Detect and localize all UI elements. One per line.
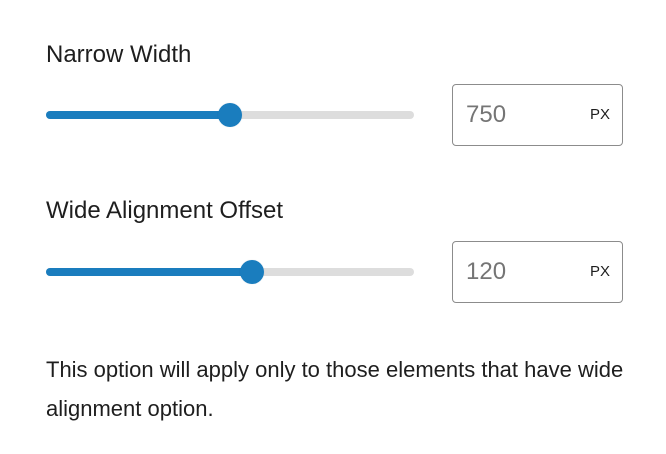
narrow-width-unit: PX [589, 106, 610, 123]
narrow-width-number-field[interactable]: PX [452, 84, 623, 146]
slider-fill [46, 111, 230, 119]
wide-alignment-offset-number-field[interactable]: PX [452, 241, 623, 303]
slider-thumb[interactable] [240, 260, 265, 284]
wide-alignment-offset-slider[interactable] [46, 257, 414, 287]
slider-fill [46, 268, 253, 276]
narrow-width-label: Narrow Width [46, 41, 192, 68]
slider-thumb[interactable] [218, 103, 242, 127]
wide-alignment-offset-input[interactable] [466, 242, 576, 301]
narrow-width-input[interactable] [466, 85, 576, 144]
help-text: This option will apply only to those ele… [46, 357, 624, 421]
wide-alignment-offset-unit: PX [589, 263, 610, 280]
narrow-width-slider[interactable] [46, 100, 414, 130]
wide-alignment-offset-label: Wide Alignment Offset [46, 197, 283, 224]
